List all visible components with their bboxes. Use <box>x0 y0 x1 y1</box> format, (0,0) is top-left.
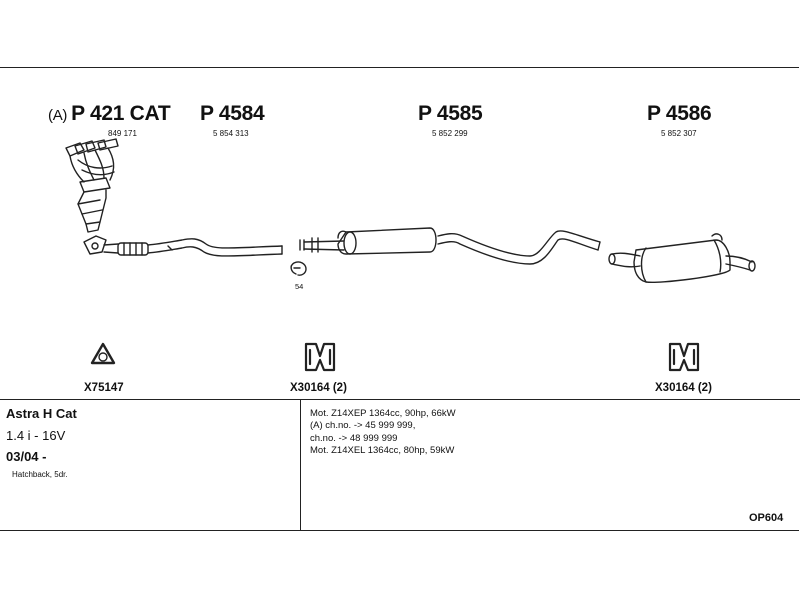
column-divider <box>300 400 301 531</box>
diagram-frame <box>0 67 799 531</box>
mount-label-left: X30164 (2) <box>290 382 347 394</box>
rear-silencer-drawing <box>608 233 756 284</box>
clamp-drawing <box>290 261 307 276</box>
oe-number-p4586: 5 852 307 <box>661 129 697 138</box>
gasket-drawing <box>90 342 116 365</box>
oe-number-p4585: 5 852 299 <box>432 129 468 138</box>
table-divider <box>0 399 800 400</box>
note-line: Mot. Z14XEP 1364cc, 90hp, 66kW <box>310 408 456 419</box>
part-number-label: P 421 CAT <box>71 102 171 125</box>
note-line: ch.no. -> 48 999 999 <box>310 432 398 444</box>
part-prefix: (A) <box>48 107 68 124</box>
gasket-label: X75147 <box>84 382 124 394</box>
mount-drawing-left <box>304 342 336 372</box>
mount-label-right: X30164 (2) <box>655 382 712 394</box>
oe-number-p421: 849 171 <box>108 129 137 138</box>
part-number-p4586: P 4586 <box>647 102 712 125</box>
note-line: (A) ch.no. -> 45 999 999, <box>310 420 416 432</box>
centre-silencer-drawing <box>299 227 601 265</box>
vehicle-date: 03/04 - <box>6 449 47 464</box>
engine-notes: Mot. Z14XEP 1364cc, 90hp, 66kW (A) ch.no… <box>310 408 456 458</box>
part-number-p4584: P 4584 <box>200 102 265 125</box>
mount-drawing-right <box>668 342 700 372</box>
clamp-label: 54 <box>295 282 304 291</box>
note-line: Mot. Z14XEL 1364cc, 80hp, 59kW <box>310 445 455 457</box>
part-number-p421: (A)P 421 CAT <box>48 102 171 126</box>
vehicle-model: Astra H Cat <box>6 406 77 421</box>
front-pipe-drawing <box>83 235 283 257</box>
vehicle-body: Hatchback, 5dr. <box>12 470 68 479</box>
catalog-code: OP604 <box>749 512 784 524</box>
oe-number-p4584: 5 854 313 <box>213 129 249 138</box>
manifold-catalyst-drawing <box>65 138 119 233</box>
vehicle-engine: 1.4 i - 16V <box>6 428 66 443</box>
part-number-p4585: P 4585 <box>418 102 483 125</box>
